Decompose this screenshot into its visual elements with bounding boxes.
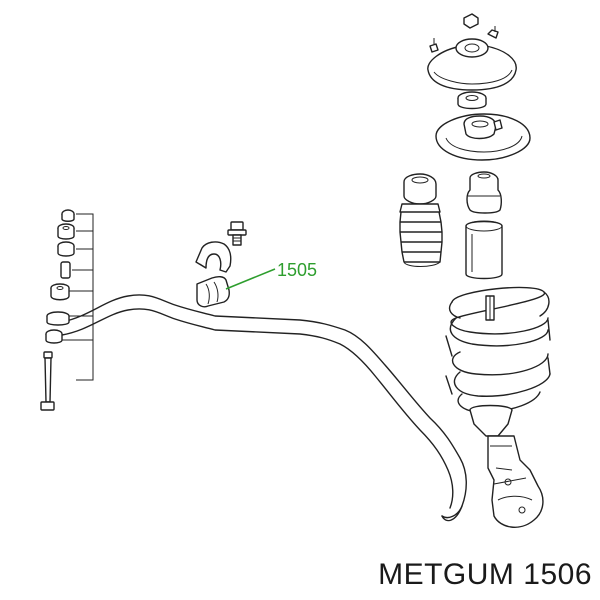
callout-label: 1505	[277, 260, 317, 280]
coil-spring	[445, 286, 551, 413]
strut-assembly	[469, 404, 544, 528]
stabilizer-bushing	[196, 275, 230, 308]
callout-leader-line	[225, 268, 276, 290]
spring-seat	[435, 113, 531, 161]
end-link-assembly	[40, 209, 94, 411]
callout-1505: 1505	[225, 260, 317, 290]
bushing-bracket	[195, 241, 232, 273]
strut-mount	[427, 13, 517, 91]
bump-stop	[466, 171, 503, 214]
dust-boot	[399, 173, 443, 267]
bearing	[457, 91, 487, 110]
strut-tube	[465, 220, 503, 280]
stabilizer-bar	[61, 294, 467, 522]
part-caption: METGUM 1506	[378, 558, 592, 591]
bracket-bolt	[227, 221, 247, 246]
